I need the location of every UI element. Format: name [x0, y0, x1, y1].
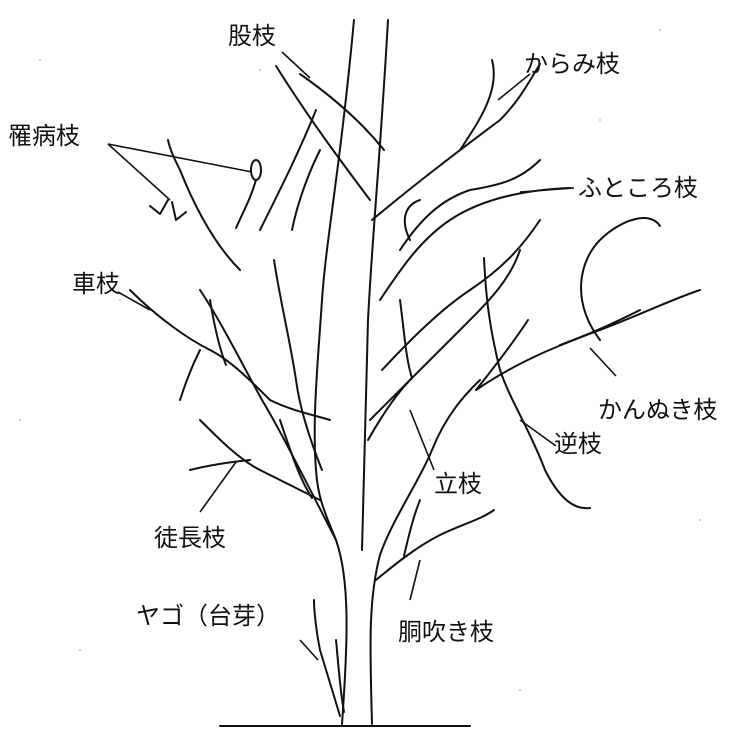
leader-futokoro — [519, 187, 575, 193]
crotch-branch-a — [275, 65, 371, 201]
trunk-sprout-2 — [403, 499, 421, 557]
root-sucker-2 — [335, 639, 345, 713]
crotch-branch-b — [299, 73, 385, 151]
trunk-left — [313, 19, 355, 725]
label-tangled-branch: からみ枝 — [524, 50, 620, 78]
leader-tachi — [409, 409, 435, 471]
upper-left-limb-2 — [291, 149, 321, 231]
ribyo-tuft-a — [149, 199, 169, 215]
inner-branch-2 — [403, 199, 421, 241]
trunk-core — [361, 19, 389, 551]
leader-yago — [299, 639, 319, 661]
label-diseased-branch: 罹病枝 — [8, 122, 80, 150]
leader-dobuki — [409, 559, 421, 601]
knot-stem — [235, 179, 257, 229]
diseased-knot — [250, 159, 262, 181]
label-trunk-sprout: 胴吹き枝 — [398, 618, 494, 646]
label-upright-branch: 立枝 — [434, 470, 482, 498]
leader-kannuki — [589, 347, 617, 377]
upright-branch — [367, 377, 413, 441]
water-sprout-3 — [279, 419, 313, 499]
crossbar-branch-2 — [559, 309, 641, 346]
tangled-branch-2 — [399, 159, 541, 251]
scaffold-left — [199, 289, 337, 541]
trunk-right — [369, 379, 481, 725]
paper-specks — [19, 29, 701, 691]
leader-lines — [107, 51, 617, 661]
whorl-branch — [129, 289, 331, 421]
reverse-branch — [483, 257, 591, 510]
ribyo-branch — [167, 139, 241, 271]
leader-tocho — [199, 461, 237, 513]
leader-sakasa — [519, 419, 557, 447]
label-whorl-branch: 車枝 — [72, 270, 120, 298]
leader-momoe — [281, 51, 311, 79]
inner-branch — [379, 187, 571, 301]
crossbar-v — [475, 319, 529, 391]
tangled-branch — [371, 63, 541, 221]
upper-left-limb — [259, 109, 317, 231]
leader-ribyo-b — [107, 143, 253, 173]
upright-branch-2 — [399, 299, 413, 379]
scaffold-left-2 — [273, 259, 323, 471]
crossbar-curl — [580, 217, 661, 341]
label-crotch-branch: 股枝 — [228, 22, 276, 50]
crossbar-branch — [475, 289, 701, 391]
trunk-sprout — [375, 509, 495, 581]
label-water-sprout: 徒長枝 — [154, 524, 226, 552]
tree — [129, 19, 701, 727]
tangled-branch-curl — [459, 59, 495, 151]
root-sucker — [313, 599, 341, 717]
leader-ribyo-a — [107, 143, 171, 201]
ribyo-tuft-b — [171, 201, 187, 221]
scaffold-right — [369, 249, 521, 421]
leader-karami — [497, 73, 531, 101]
label-inner-branch: ふところ枝 — [578, 174, 698, 202]
whorl-branch-3 — [209, 299, 227, 366]
label-root-sucker: ヤゴ（台芽） — [136, 602, 280, 630]
label-reverse-branch: 逆枝 — [554, 430, 602, 458]
water-sprout-2 — [189, 459, 251, 471]
water-sprout — [199, 419, 321, 501]
label-crossbar-branch: かんぬき枝 — [598, 396, 718, 424]
leader-kuruma — [117, 291, 151, 311]
scaffold-right-2 — [381, 219, 541, 371]
whorl-branch-2 — [179, 349, 201, 401]
